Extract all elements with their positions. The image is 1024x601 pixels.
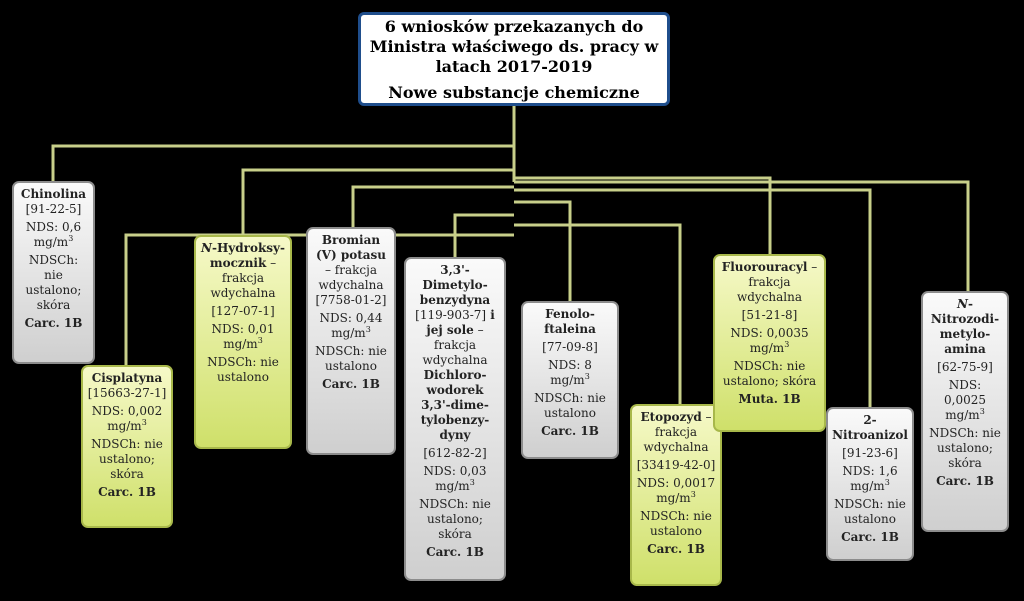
cas-number: [612-82-2] <box>423 446 487 460</box>
substance-name: Fenolo-ftaleina <box>544 307 596 336</box>
connector-hydroksymocznik <box>241 168 514 236</box>
classification: Carc. 1B <box>322 377 380 391</box>
ndsch-value: NDSCh: nie ustalono <box>640 509 712 538</box>
substance-name: Fluorouracyl – frakcja wdychalna <box>721 260 818 304</box>
substance-name: 3,3'-Dimetylo-benzydyna [119-903-7] i je… <box>415 263 495 367</box>
nds-value: NDS: 1,6 mg/m3 <box>842 464 898 493</box>
substance-name: Cisplatyna <box>91 371 163 385</box>
node-fluorouracyl: Fluorouracyl – frakcja wdychalna [51-21-… <box>713 254 826 432</box>
classification: Carc. 1B <box>936 474 994 488</box>
substance-name: N-Hydroksy-mocznik – frakcja wdychalna <box>201 241 285 300</box>
node-dimetylobenzydyna: 3,3'-Dimetylo-benzydyna [119-903-7] i je… <box>404 257 506 581</box>
connector-fluorouracyl <box>514 176 772 255</box>
root-subtitle: Nowe substancje chemiczne <box>388 83 640 102</box>
substance-name: 2-Nitroanizol <box>832 413 908 442</box>
cas-number: [91-23-6] <box>842 446 898 460</box>
node-cisplatyna: Cisplatyna [15663-27-1] NDS: 0,002 mg/m3… <box>81 365 173 528</box>
classification: Muta. 1B <box>738 392 801 406</box>
nds-value: NDS: 0,03 mg/m3 <box>423 464 487 493</box>
classification: Carc. 1B <box>841 530 899 544</box>
substance-name: Chinolina <box>20 187 87 201</box>
ndsch-value: NDSCh: nie ustalono <box>834 497 906 526</box>
nds-value: NDS: 0,0017 mg/m3 <box>636 476 716 505</box>
cas-number: [15663-27-1] <box>87 386 167 400</box>
connector-dimetylobenzydyna <box>453 213 514 258</box>
node-fenoloftaleina: Fenolo-ftaleina [77-09-8] NDS: 8 mg/m3 N… <box>521 301 619 459</box>
cas-number: [91-22-5] <box>25 202 82 216</box>
classification: Carc. 1B <box>426 545 484 559</box>
cas-number: [77-09-8] <box>542 340 598 354</box>
nds-value: NDS: 0,0035 mg/m3 <box>730 326 809 355</box>
node-nitroanizol: 2-Nitroanizol [91-23-6] NDS: 1,6 mg/m3 N… <box>826 407 914 561</box>
ndsch-value: NDSCh: nie ustalono <box>207 355 279 384</box>
nds-value: NDS: 0,6 mg/m3 <box>25 220 82 249</box>
node-nitrozodimetyloamina: N-Nitrozodi-metylo-amina [62-75-9] NDS: … <box>921 291 1009 532</box>
nds-value: NDS: 0,0025 mg/m3 <box>944 378 986 422</box>
nds-value: NDS: 0,002 mg/m3 <box>91 404 163 433</box>
nds-value: NDS: 0,01 mg/m3 <box>211 322 275 351</box>
node-bromian: Bromian (V) potasu – frakcja wdychalna [… <box>306 227 396 455</box>
root-title: 6 wniosków przekazanych do Ministra właś… <box>369 17 659 76</box>
substance-name-salt: Dichloro-wodorek 3,3'-dime-tylobenzy-dyn… <box>420 368 490 442</box>
classification: Carc. 1B <box>647 542 705 556</box>
nds-value: NDS: 0,44 mg/m3 <box>319 311 383 340</box>
ndsch-value: NDSCh: nie ustalono <box>315 344 387 373</box>
connector-nitrozodimetyloamina <box>514 180 970 292</box>
connector-nitroanizol <box>514 188 872 408</box>
nds-value: NDS: 8 mg/m3 <box>548 358 592 387</box>
substance-name: Bromian (V) potasu – frakcja wdychalna <box>315 233 387 292</box>
substance-name: Etopozyd – frakcja wdychalna <box>640 410 712 454</box>
root-node: 6 wniosków przekazanych do Ministra właś… <box>358 12 670 106</box>
ndsch-value: NDSCh: nie ustalono; skóra <box>91 437 163 481</box>
classification: Carc. 1B <box>98 485 156 499</box>
ndsch-value: NDSCh: nie ustalono; skóra <box>722 359 817 388</box>
connector-etopozyd <box>514 223 682 405</box>
cas-number: [7758-01-2] <box>315 293 387 307</box>
ndsch-value: NDSCh: nie ustalono; skóra <box>419 497 491 541</box>
node-etopozyd: Etopozyd – frakcja wdychalna [33419-42-0… <box>630 404 722 586</box>
node-chinolina: Chinolina [91-22-5] NDS: 0,6 mg/m3 NDSCh… <box>12 181 95 364</box>
cas-number: [51-21-8] <box>741 308 798 322</box>
ndsch-value: NDSCh: nie ustalono; skóra <box>25 253 82 312</box>
connector-fenoloftaleina <box>514 200 572 302</box>
connector-chinolina <box>51 144 514 182</box>
cas-number: [127-07-1] <box>211 304 275 318</box>
node-hydroksymocznik: N-Hydroksy-mocznik – frakcja wdychalna [… <box>194 235 292 449</box>
connector-bromian <box>351 185 514 228</box>
classification: Carc. 1B <box>24 316 83 330</box>
substance-name: N-Nitrozodi-metylo-amina <box>930 297 1000 356</box>
classification: Carc. 1B <box>541 424 599 438</box>
ndsch-value: NDSCh: nie ustalono; skóra <box>929 426 1001 470</box>
cas-number: [62-75-9] <box>937 360 993 374</box>
ndsch-value: NDSCh: nie ustalono <box>534 391 606 420</box>
cas-number: [33419-42-0] <box>636 458 716 472</box>
